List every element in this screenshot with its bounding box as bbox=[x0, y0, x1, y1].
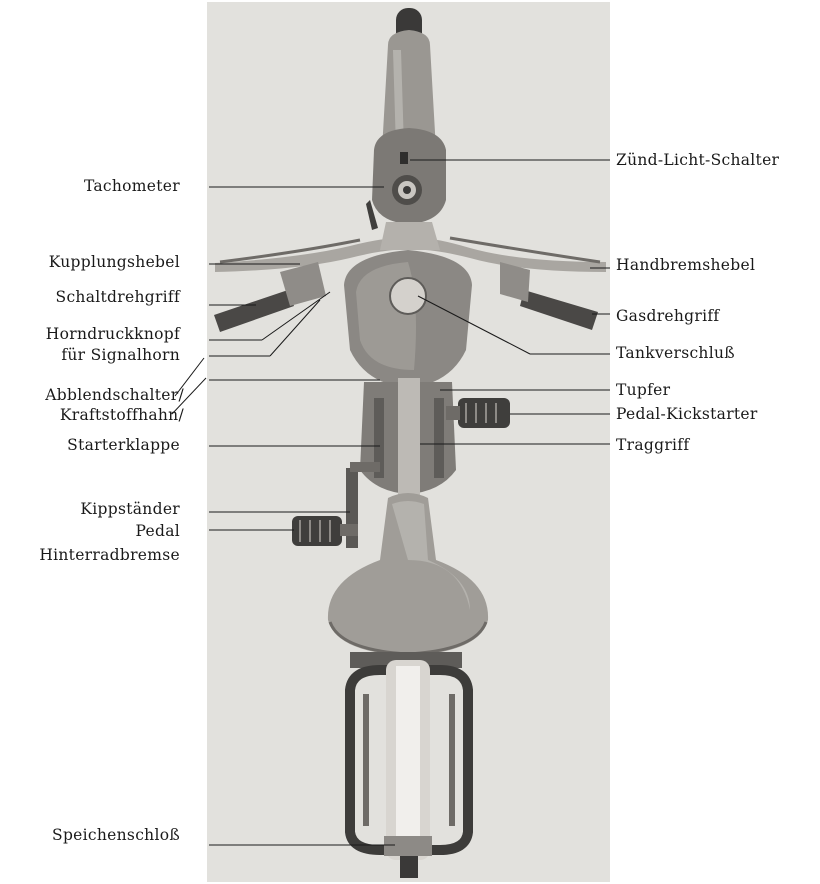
label-speichenschloss: Speichenschloß bbox=[52, 826, 180, 844]
fuel-tank bbox=[344, 250, 472, 388]
label-zuend-licht-schalter: Zünd-Licht-Schalter bbox=[616, 151, 779, 169]
label-tankverschluss: Tankverschluß bbox=[616, 344, 735, 362]
label-handbremshebel: Handbremshebel bbox=[616, 256, 755, 274]
label-fuer-signalhorn: für Signalhorn bbox=[61, 346, 180, 364]
label-abblendschalter: Abblendschalter/ bbox=[45, 386, 184, 404]
label-pedal: Pedal bbox=[135, 522, 180, 540]
label-pedal-kickstarter: Pedal-Kickstarter bbox=[616, 405, 758, 423]
label-kupplungshebel: Kupplungshebel bbox=[49, 253, 180, 271]
label-tachometer: Tachometer bbox=[84, 177, 180, 195]
label-kraftstoffhahn: Kraftstoffhahn/ bbox=[60, 406, 184, 424]
label-tupfer: Tupfer bbox=[616, 381, 670, 399]
label-starterklappe: Starterklappe bbox=[67, 436, 180, 454]
label-schaltdrehgriff: Schaltdrehgriff bbox=[56, 288, 180, 306]
label-traggriff: Traggriff bbox=[616, 436, 689, 454]
label-hinterradbremse: Hinterradbremse bbox=[39, 546, 180, 564]
label-kippstaender: Kippständer bbox=[80, 500, 180, 518]
label-gasdrehgriff: Gasdrehgriff bbox=[616, 307, 719, 325]
label-horndruckknopf: Horndruckknopf bbox=[46, 325, 180, 343]
